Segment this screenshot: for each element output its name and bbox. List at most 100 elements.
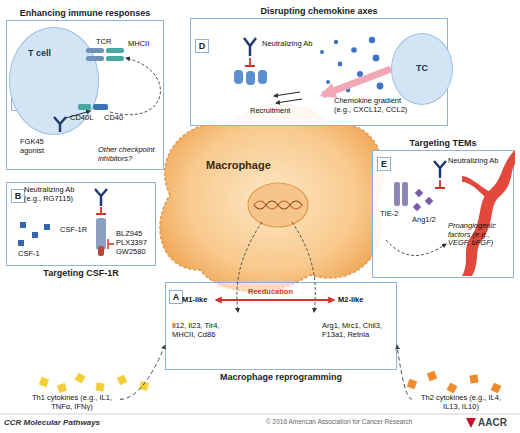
chemokine-receptor xyxy=(258,70,267,84)
annotation-label: Other checkpoint inhibitors? xyxy=(98,146,162,163)
secretion-dashed-arrow xyxy=(386,240,446,256)
annotation-label: Chemokine gradient (e.g., CXCL12, CCL2) xyxy=(334,97,416,114)
cytokine-square xyxy=(39,377,49,387)
panel-heading: Macrophage reprogramming xyxy=(136,372,426,382)
chemokine-dot xyxy=(357,71,363,77)
connector-arrow xyxy=(323,69,391,95)
vessel-branch xyxy=(462,176,490,198)
chemokine-dot xyxy=(326,80,330,84)
cytokine-square xyxy=(75,373,86,384)
neutralizing-antibody xyxy=(95,189,107,206)
annotation-label: Arg1, Mrc1, Chil3, F13a1, Retnla xyxy=(322,322,394,339)
annotation-label: Recruitment xyxy=(250,107,290,116)
chemokine-dot xyxy=(334,40,338,44)
annotation-label: TIE-2 xyxy=(380,210,398,219)
annotation-label: FGK45 agonist xyxy=(20,138,60,155)
neutralizing-antibody xyxy=(244,38,256,56)
panel-letter: B xyxy=(11,189,25,203)
tumor-cell: TC xyxy=(391,33,453,105)
panel-box: Disrupting chemokine axesDTC xyxy=(190,18,448,126)
chemokine-dot xyxy=(373,55,380,62)
panel-heading: Targeting TEMs xyxy=(343,138,520,148)
tcr-receptor xyxy=(86,48,104,61)
cytokine-square xyxy=(95,382,104,391)
csf1-ligand xyxy=(18,240,24,246)
cytokine-square xyxy=(57,383,67,393)
chemokine-dot xyxy=(351,47,357,53)
chemokine-receptor xyxy=(234,70,243,84)
th1-cytokines xyxy=(39,373,149,393)
panel-heading: Targeting CSF-1R xyxy=(0,268,185,278)
cytokine-square xyxy=(491,383,502,394)
th2-cytokines xyxy=(407,371,501,394)
mhcii-molecule xyxy=(106,48,124,61)
cytokine-text: Th2 cytokines (e.g., IL4, IL13, IL10) xyxy=(412,393,510,411)
cytokine-square xyxy=(469,374,478,383)
cell-name: T cell xyxy=(28,48,51,58)
logo-mark xyxy=(466,418,476,428)
csf1-ligands xyxy=(18,222,50,246)
inhibition-bar xyxy=(435,180,445,188)
annotation-label: M1-like xyxy=(182,296,207,305)
annotation-label: Reeducation xyxy=(248,288,293,297)
reeducation-arrow xyxy=(216,299,334,301)
cell-name: TC xyxy=(416,63,428,73)
expression-dashed-arrow xyxy=(292,222,315,312)
annotation-label: Neutralizing Ab xyxy=(448,157,498,166)
cd40l-ligand xyxy=(78,104,91,110)
annotation-label: Il12, Il23, Tlr4, MHCII, Cd86 xyxy=(172,322,230,339)
cd40-receptor xyxy=(93,104,108,110)
inhibition-bar xyxy=(245,58,255,66)
neutralizing-antibody xyxy=(434,161,446,178)
annotation-label: Proangiogenic factors (e.g., VEGF, bFGF) xyxy=(448,222,510,248)
annotation-label: CCR Molecular Pathways xyxy=(4,418,100,428)
chemokine-receptor xyxy=(246,71,255,85)
csf1r-receptor xyxy=(96,218,106,250)
cytokine-group: Th1 cytokines (e.g., IL1, TNFα, IFNγ) xyxy=(24,393,120,411)
chemokine-dot xyxy=(377,83,384,90)
annotation-label: MHCII xyxy=(128,40,149,49)
csf1-ligand xyxy=(32,232,38,238)
csf1-ligand xyxy=(44,224,50,230)
dna-strand xyxy=(254,201,302,209)
nucleus xyxy=(248,183,308,227)
annotation-label: TCR xyxy=(96,38,111,47)
footer-rule xyxy=(0,414,520,415)
csf1-ligand xyxy=(20,222,26,228)
annotation-label: CD40L xyxy=(70,114,93,123)
mhc-chain xyxy=(106,56,124,61)
angiopoietin-group xyxy=(413,189,433,211)
agonist-antibody xyxy=(54,117,66,132)
cytokine-square xyxy=(447,383,458,394)
chemokine-dot xyxy=(369,37,375,43)
panel-heading: Disrupting chemokine axes xyxy=(161,6,477,16)
recruitment-arrow xyxy=(274,92,300,96)
annotation-label: © 2016 American Association for Cancer R… xyxy=(266,418,412,426)
dna-strand xyxy=(254,201,302,209)
cell-name: Macrophage xyxy=(206,159,271,171)
inhibition-bar xyxy=(108,239,114,249)
tie2-receptor xyxy=(402,182,408,206)
blood-vessel xyxy=(462,150,515,276)
panel-letter: E xyxy=(377,157,391,171)
angiopoietin xyxy=(413,203,421,211)
cytokine-square xyxy=(427,371,437,381)
chemokine-dot xyxy=(338,62,343,67)
panel-letter: D xyxy=(195,39,209,53)
recruitment-arrow xyxy=(276,99,302,103)
annotation-label: CD40 xyxy=(104,114,123,123)
expression-dashed-arrow xyxy=(237,222,262,312)
connector-arrow xyxy=(397,345,412,399)
annotation-label: M2-like xyxy=(338,296,363,305)
signal-dashed-arrow xyxy=(110,58,160,115)
mhc-chain xyxy=(106,48,124,53)
cytokine-square xyxy=(407,379,417,389)
annotation-label: PLX3397 xyxy=(116,239,147,248)
annotation-label: BLZ945 xyxy=(116,230,142,239)
angiopoietin xyxy=(415,189,423,197)
inhibition-bar xyxy=(96,207,106,214)
